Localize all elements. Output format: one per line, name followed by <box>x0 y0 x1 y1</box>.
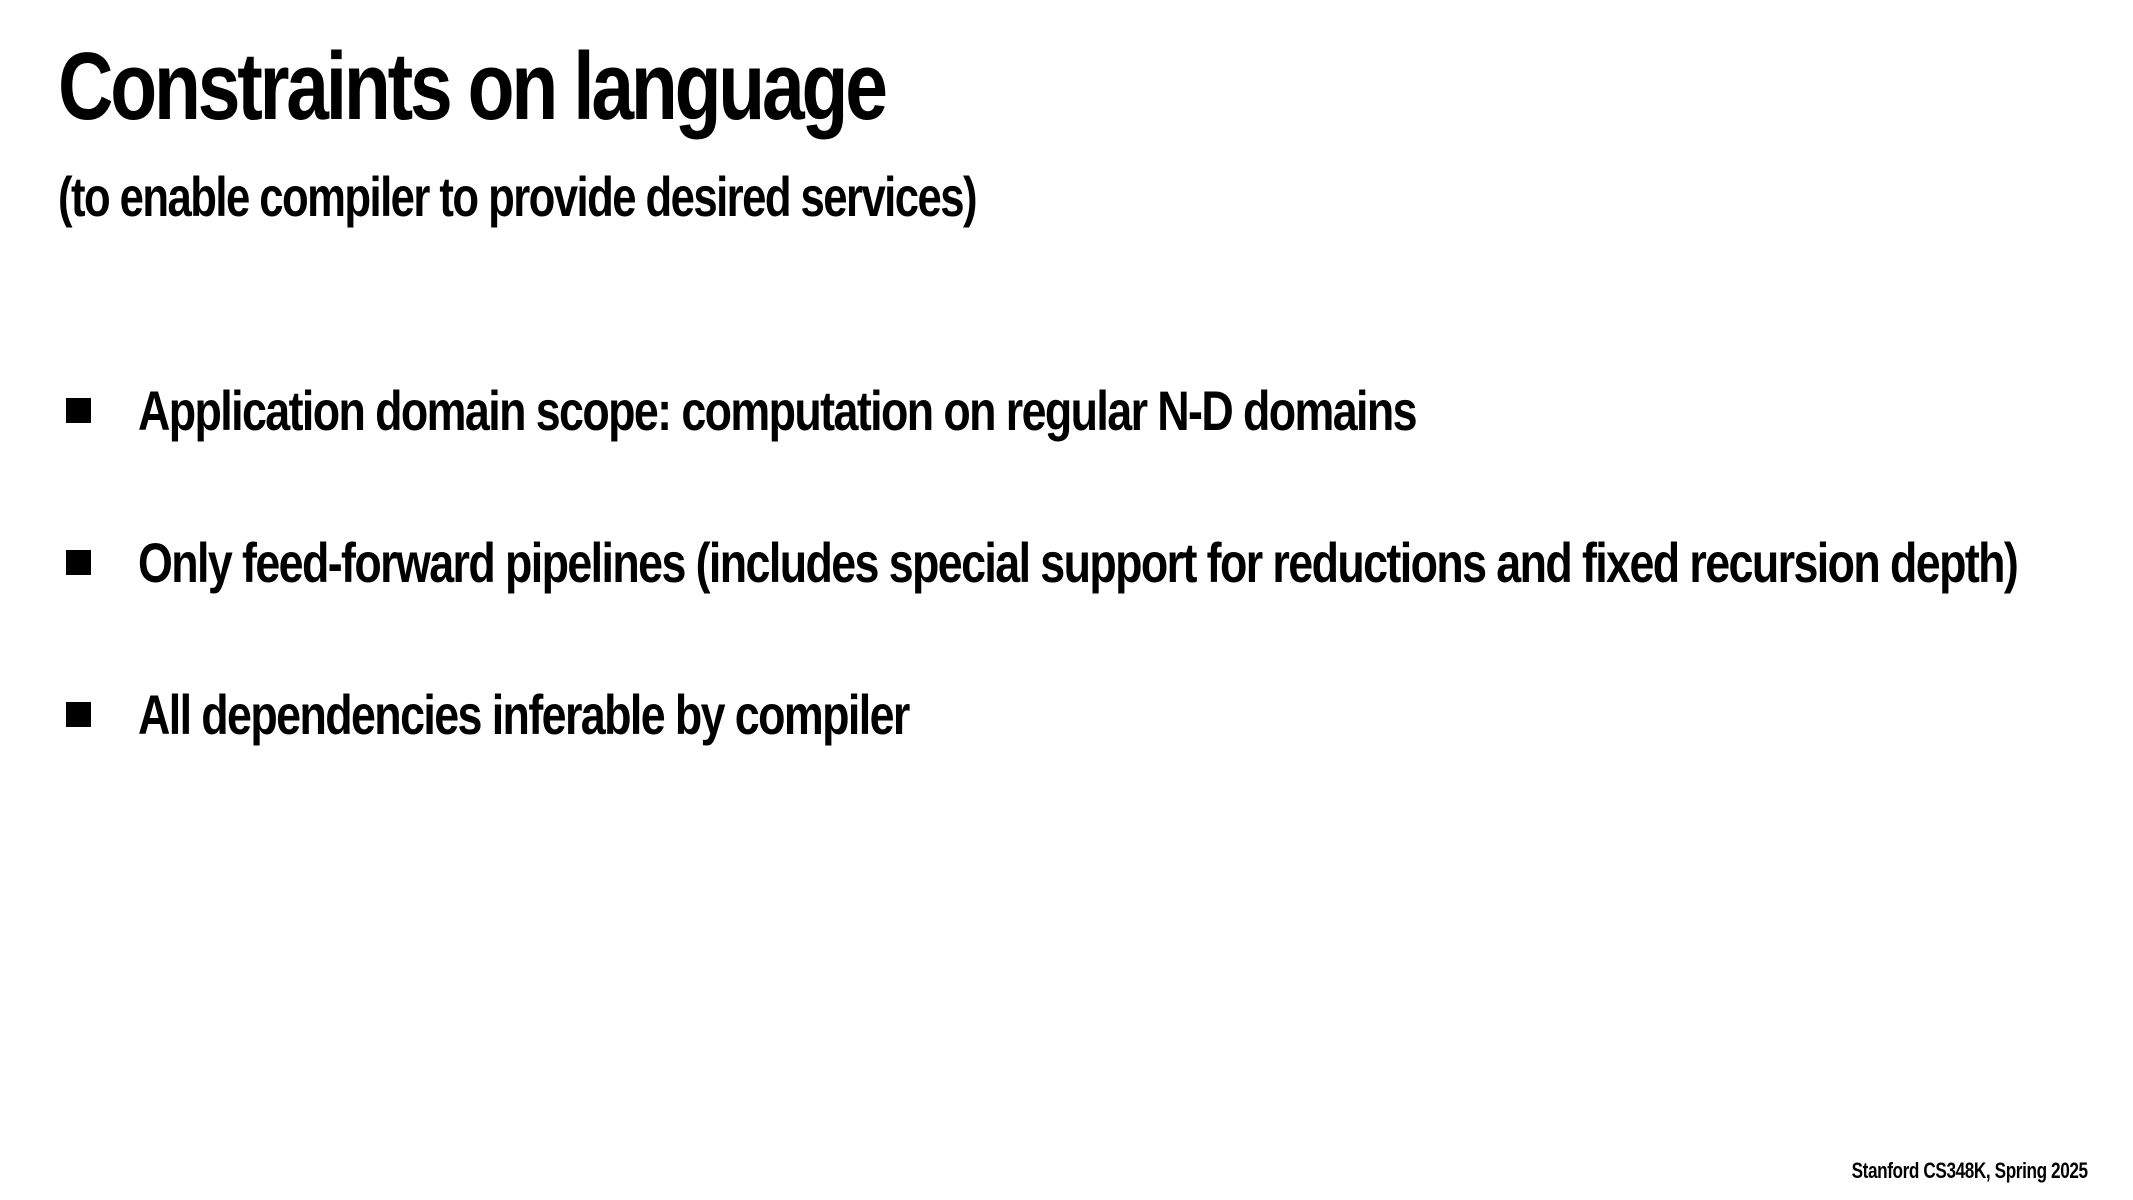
bullet-item: All dependencies inferable by compiler <box>66 684 1101 746</box>
square-bullet-icon <box>66 550 91 576</box>
bullet-text: Application domain scope: computation on… <box>138 379 1418 442</box>
square-bullet-icon <box>66 702 91 728</box>
bullet-item: Only feed-forward pipelines (includes sp… <box>66 532 2133 594</box>
bullet-text: Only feed-forward pipelines (includes sp… <box>138 531 2019 594</box>
course-footer: Stanford CS348K, Spring 2025 <box>1851 1158 2088 1183</box>
slide-title: Constraints on language <box>58 33 888 140</box>
bullet-item: Application domain scope: computation on… <box>66 380 1735 442</box>
bullet-text: All dependencies inferable by compiler <box>138 683 910 746</box>
square-bullet-icon <box>66 398 91 424</box>
slide-subtitle: (to enable compiler to provide desired s… <box>58 165 978 228</box>
